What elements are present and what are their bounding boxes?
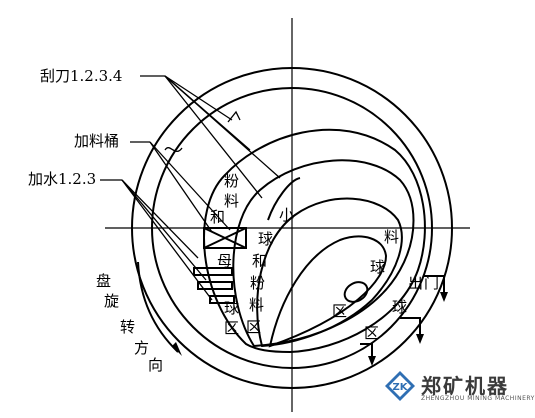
large-ball-char-1: 球: [392, 298, 407, 316]
powder-char-3: 和: [210, 208, 225, 226]
rotation-char-3: 转: [120, 318, 135, 336]
rotation-char-5: 向: [148, 356, 163, 374]
trajectory-core: [343, 281, 369, 303]
rotation-char-2: 旋: [104, 292, 119, 310]
large-ball-char-2: 区: [364, 324, 379, 342]
brand-name: 郑矿机器: [421, 374, 509, 398]
small-label: 小: [279, 206, 294, 224]
rotation-char-1: 盘: [96, 272, 111, 290]
outlet-char-1: 出: [408, 274, 423, 292]
ball-powder-char-3: 粉: [250, 274, 265, 292]
ball-powder-char-2: 和: [252, 252, 267, 270]
scraper-leaders: [140, 75, 281, 199]
rotation-arrow: [137, 261, 179, 353]
outlet-char-2: 门: [424, 274, 439, 292]
feed-bucket-label: 加料桶: [74, 132, 119, 150]
material-ball-char-1: 料: [384, 228, 399, 246]
scraper-label: 刮刀1.2.3.4: [40, 67, 122, 85]
rotation-arrowhead: [172, 342, 182, 356]
powder-char-2: 料: [224, 192, 239, 210]
trajectory-small-loop: [267, 177, 301, 221]
water-label: 加水1.2.3: [28, 170, 96, 188]
water-leaders: [100, 179, 213, 301]
material-ball-char-3: 区: [332, 302, 347, 320]
ball-powder-char-4: 料: [249, 296, 264, 314]
feed-bucket-leaders: [130, 141, 231, 233]
water-nozzles: [193, 267, 235, 304]
disc-inner-ring: [151, 87, 433, 369]
disc-outer-rim: [131, 67, 453, 389]
powder-char-1: 粉: [224, 172, 239, 190]
brand-logo: ZK: [384, 370, 416, 402]
ball-powder-char-5: 区: [246, 318, 261, 336]
rotation-char-4: 方: [134, 339, 149, 357]
ball-powder-char-1: 球: [258, 230, 273, 248]
material-ball-char-2: 球: [370, 258, 385, 276]
svg-text:ZK: ZK: [393, 382, 409, 393]
ball-zone-char-2: 区: [224, 319, 239, 337]
outlet-arrows: [360, 275, 448, 366]
trajectory-inner: [268, 235, 388, 348]
brand-subtitle: ZHENGZHOU MINING MACHINERY: [421, 395, 535, 402]
trajectory-mid1: [232, 159, 415, 348]
feed-bucket-box: [203, 227, 247, 249]
trajectory-mid2: [256, 197, 403, 348]
trajectory-outer: [203, 128, 426, 354]
mother-ball-label: 母: [217, 252, 232, 270]
ball-zone-char-1: 球: [224, 299, 239, 317]
